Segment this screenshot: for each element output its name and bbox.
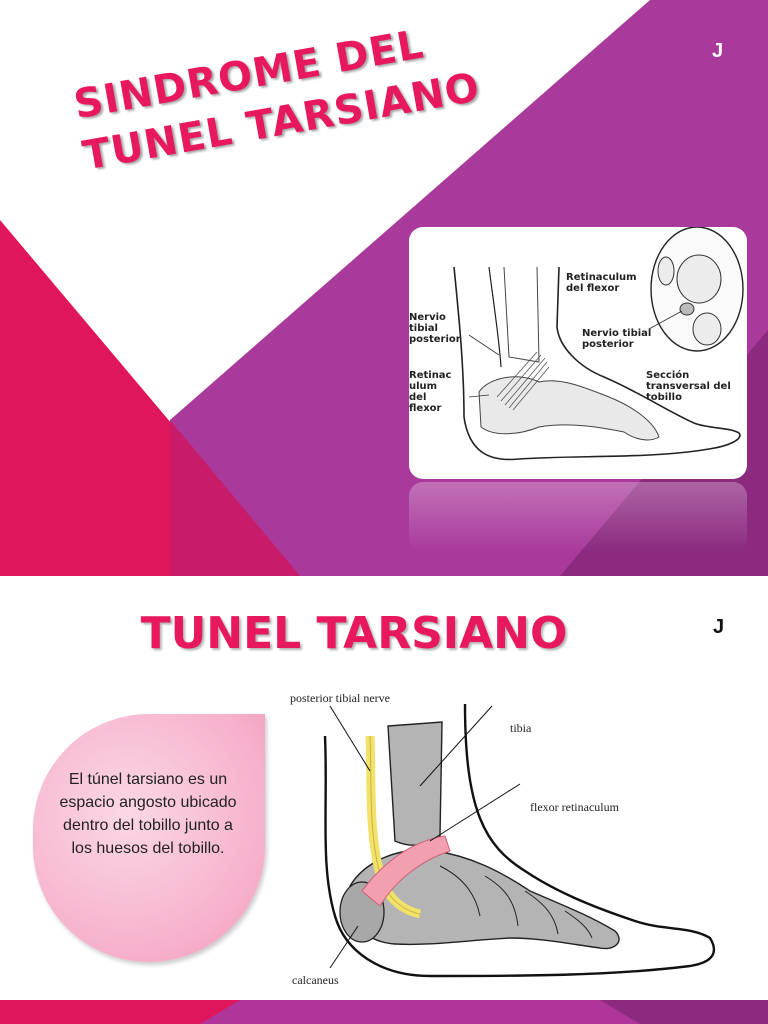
tibia-bone	[388, 722, 442, 845]
slide-2: TUNEL TARSIANO J El túnel tarsiano es un…	[0, 576, 768, 1024]
cross-section-bone-2	[693, 313, 721, 345]
ankle-anatomy-illustration	[409, 227, 747, 479]
tibia-bone	[504, 267, 539, 362]
label-nervio-tibial-left: Nervio tibial posterior	[409, 312, 457, 345]
cross-section-bone-3	[658, 257, 674, 285]
cross-section-bone-1	[677, 255, 721, 303]
ankle-figure-card	[409, 227, 747, 479]
label-retinaculum-flexor: Retinaculum del flexor	[566, 272, 656, 294]
bottom-bar	[0, 1000, 768, 1024]
label-nervio-tibial-right: Nervio tibial posterior	[582, 328, 664, 350]
label-calcaneus: calcaneus	[292, 974, 339, 987]
description-text: El túnel tarsiano es un espacio angosto …	[58, 768, 238, 860]
label-flexor-retinaculum: flexor retinaculum	[530, 801, 619, 814]
foot-bones	[479, 377, 659, 440]
label-seccion-transversal: Sección transversal del tobillo	[646, 370, 746, 403]
slide-1: SINDROME DEL TUNEL TARSIANO J	[0, 0, 768, 576]
slide-2-title: TUNEL TARSIANO	[0, 608, 768, 659]
figure-reflection	[409, 482, 747, 552]
corner-mark: J	[712, 40, 723, 63]
cross-section-nerve	[680, 303, 694, 315]
label-posterior-tibial-nerve: posterior tibial nerve	[290, 692, 390, 705]
label-tibia: tibia	[510, 722, 531, 735]
tarsal-tunnel-illustration	[270, 676, 740, 1006]
label-retinaculum-left: Retinac ulum del flexor	[409, 370, 449, 414]
corner-mark-2: J	[713, 616, 724, 639]
